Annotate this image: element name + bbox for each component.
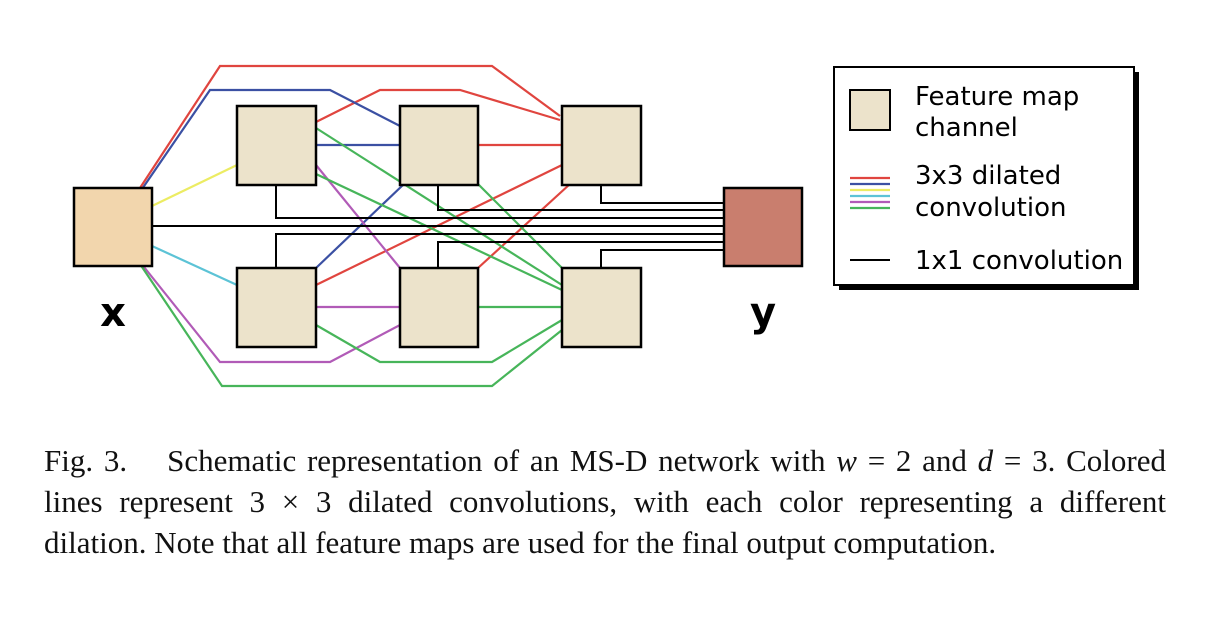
- conv1x1-edges: [152, 185, 724, 268]
- output-node: [722, 186, 804, 268]
- legend-feature-map-line1: Feature map: [915, 82, 1079, 112]
- feature-map-node-l1-c2: [235, 266, 318, 349]
- caption-text-2: = 2 and: [856, 443, 978, 478]
- feature-map-node-l3-c1: [560, 104, 643, 187]
- edge-1x1-c2top: [437, 185, 724, 211]
- output-label: y: [750, 290, 776, 336]
- edge-1x1-c1bot: [275, 233, 724, 268]
- edge-green-c1top-to-c3bot: [315, 173, 563, 291]
- feature-map-node-l2-c1: [398, 104, 480, 187]
- legend-feature-map-line2: channel: [915, 113, 1018, 143]
- edge-cyan-x-to-c1bot: [151, 245, 238, 286]
- legend-dilated-swatch: [850, 176, 890, 210]
- legend-feature-map-swatch: [849, 89, 891, 131]
- input-node: [72, 186, 154, 268]
- edge-purple-c1top-to-c2bot: [315, 164, 401, 269]
- caption-var-d: d: [977, 443, 994, 478]
- edge-green-x-to-c3bot: [139, 263, 563, 388]
- feature-map-node-l3-c2: [560, 266, 643, 349]
- edge-green-c1bot-to-c3bot: [315, 319, 563, 364]
- edge-yellow-x-to-c1top: [151, 164, 238, 207]
- edge-purple-x-to-c2bot: [139, 261, 401, 364]
- caption-fig-label: Fig. 3.: [44, 443, 128, 478]
- ms-d-network-diagram: x y Feature map channel 3x3 dilated conv…: [72, 64, 1139, 388]
- legend-dilated-line1: 3x3 dilated: [915, 161, 1061, 191]
- edge-blue-x-to-c2top: [139, 88, 401, 193]
- caption-var-w: w: [836, 443, 857, 478]
- caption-text-3: = 3. Colored lines represent 3 × 3 dilat…: [44, 443, 1166, 560]
- input-label: x: [100, 290, 126, 336]
- feature-map-node-l1-c1: [235, 104, 318, 187]
- feature-map-node-l2-c2: [398, 266, 480, 349]
- edge-1x1-c3top: [600, 185, 724, 204]
- legend-dilated-line2: convolution: [915, 193, 1066, 223]
- figure-caption: Fig. 3. Schematic representation of an MS…: [44, 440, 1166, 563]
- caption-text-1: Schematic representation of an MS-D netw…: [167, 443, 837, 478]
- edge-1x1-c2bot: [437, 241, 724, 268]
- edge-1x1-c3bot: [600, 249, 724, 268]
- edge-red-x-to-c3top: [139, 64, 561, 189]
- edge-red-c1top-to-c2top: [315, 88, 561, 123]
- legend: Feature map channel 3x3 dilated convolut…: [833, 66, 1139, 290]
- legend-1x1-label: 1x1 convolution: [915, 246, 1123, 276]
- edge-1x1-c1top: [275, 185, 724, 219]
- nodes: [72, 104, 804, 349]
